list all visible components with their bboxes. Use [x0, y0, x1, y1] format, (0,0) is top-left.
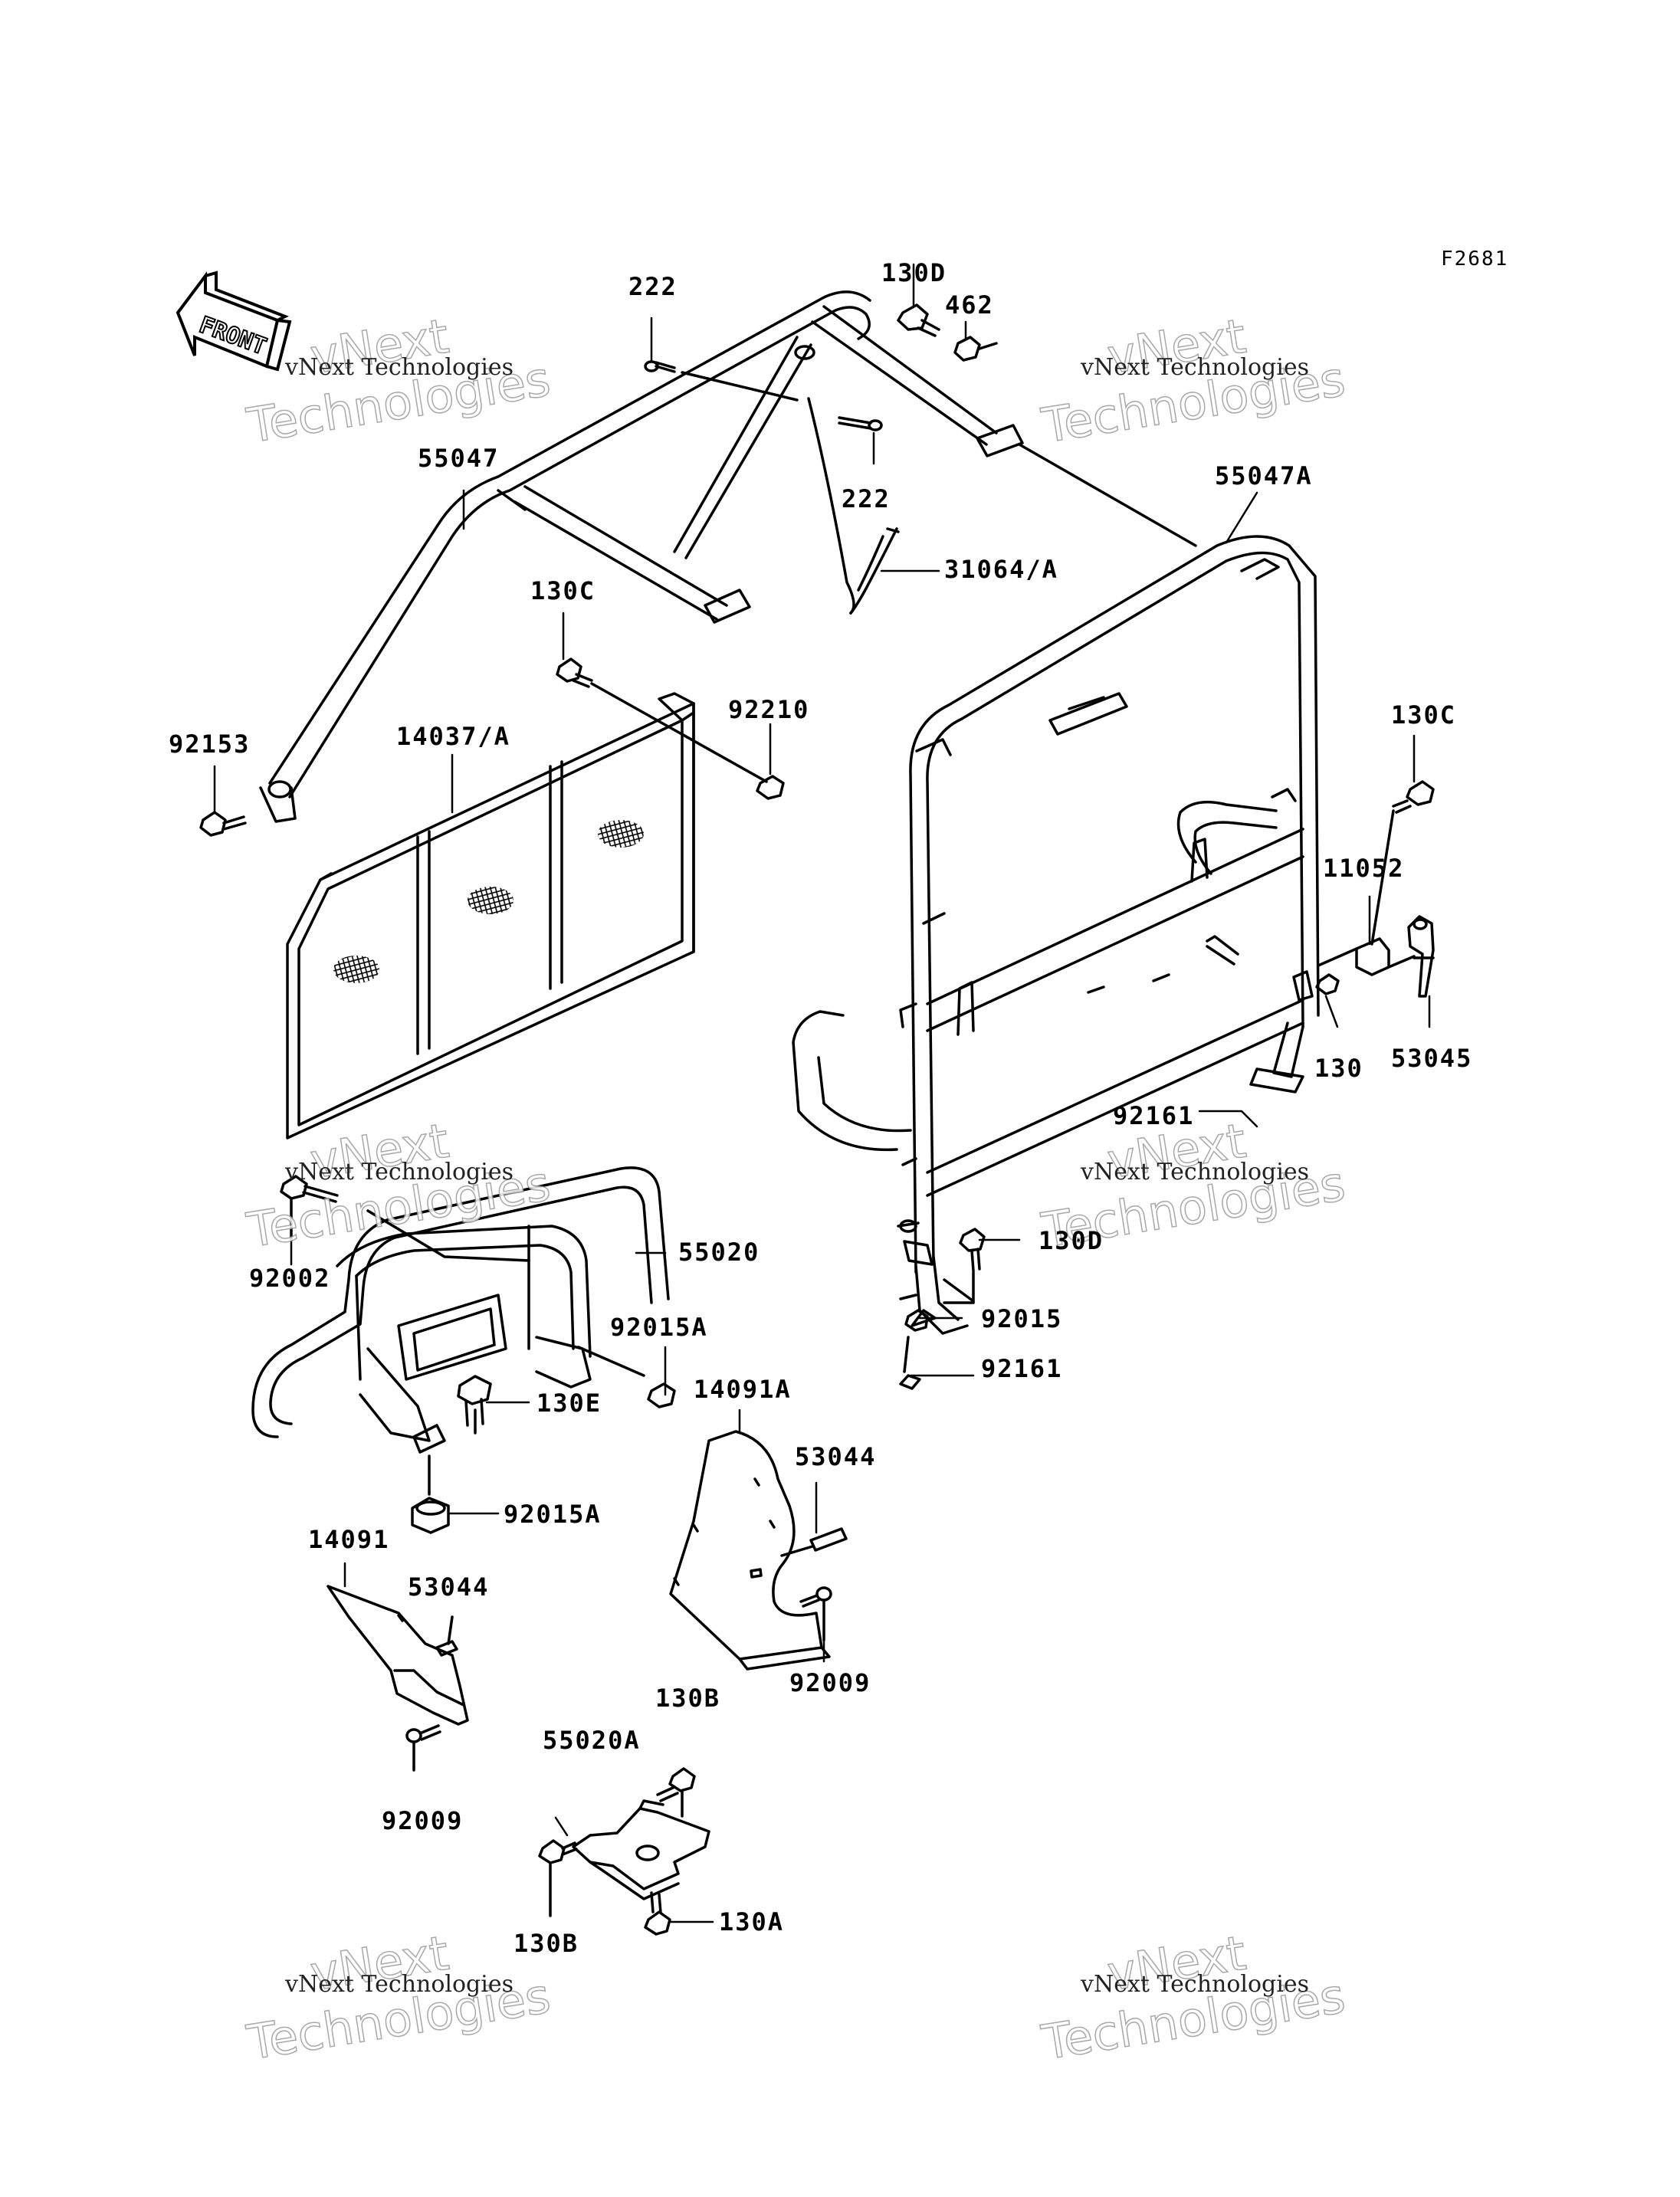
hose-31064A: [807, 397, 900, 615]
screw-222-mid: [838, 416, 883, 431]
part-label-92210[interactable]: 92210: [728, 695, 810, 724]
part-label-14091A[interactable]: 14091A: [694, 1375, 792, 1404]
part-label-55020[interactable]: 55020: [678, 1238, 760, 1267]
nut-92015: [904, 1309, 929, 1332]
part-label-53044-left[interactable]: 53044: [408, 1572, 490, 1602]
clip-92161-bottom: [899, 1374, 921, 1390]
figure-code: F2681: [1441, 248, 1509, 271]
watermark-text: vNext Technologies: [285, 354, 514, 381]
part-label-92002[interactable]: 92002: [249, 1264, 331, 1293]
nut-92015A-a: [647, 1382, 676, 1408]
bolt-130B-top: [656, 1767, 696, 1802]
bracket-92161-low: [911, 1309, 937, 1327]
skid-plate-55020A: [572, 1799, 710, 1900]
leader-line: [943, 1278, 975, 1303]
clip-53044-right: [809, 1527, 848, 1552]
bolt-92009-right: [799, 1586, 832, 1608]
screw-222-top: [644, 360, 676, 373]
bolt-130D-low: [959, 1228, 986, 1272]
bolt-130C-left: [556, 657, 593, 688]
part-label-92161-a[interactable]: 92161: [1113, 1101, 1195, 1130]
nut-92210: [756, 775, 785, 800]
part-label-130B-low[interactable]: 130B: [514, 1929, 579, 1958]
part-label-222-mid[interactable]: 222: [842, 484, 891, 513]
bolt-130E: [457, 1375, 492, 1427]
rear-cage-55047A: [792, 535, 1320, 1335]
part-label-130[interactable]: 130: [1314, 1054, 1363, 1083]
part-label-130D-low[interactable]: 130D: [1039, 1226, 1104, 1255]
rear-screen-14037A: [286, 692, 695, 1139]
bolt-130B-low: [538, 1839, 578, 1864]
pin-53045: [1407, 915, 1435, 998]
watermark-text: vNext Technologies: [1081, 354, 1310, 381]
bolt-130-small: [1315, 973, 1340, 995]
leader-line: [1018, 443, 1197, 547]
bolt-92002: [280, 1175, 339, 1203]
part-label-31064A[interactable]: 31064/A: [944, 555, 1058, 584]
bolt-92009-left: [405, 1724, 441, 1743]
part-label-14037A[interactable]: 14037/A: [396, 722, 510, 751]
part-label-462[interactable]: 462: [945, 290, 994, 320]
part-label-92015[interactable]: 92015: [981, 1304, 1063, 1333]
leader-line: [447, 1615, 454, 1645]
part-label-130B-top[interactable]: 130B: [655, 1684, 721, 1713]
leader-line: [681, 371, 799, 402]
part-label-130C-left[interactable]: 130C: [530, 576, 596, 605]
front-arrow-icon: FRONT: [176, 271, 292, 372]
roll-bar-55047: [259, 290, 1024, 823]
bolt-92153: [199, 811, 247, 837]
label-leaders: [213, 263, 1431, 1923]
part-label-11052[interactable]: 11052: [1323, 854, 1405, 883]
nut-462: [953, 336, 981, 362]
skid-plate-14091: [326, 1585, 469, 1726]
part-label-53044-right[interactable]: 53044: [795, 1442, 877, 1471]
watermark-text: vNext Technologies: [1081, 1971, 1310, 1998]
part-label-55020A[interactable]: 55020A: [543, 1726, 641, 1755]
part-label-92015A-b[interactable]: 92015A: [504, 1500, 602, 1529]
leader-line: [780, 1545, 814, 1557]
mesh-patch: [333, 820, 644, 983]
bolt-130C-right: [1392, 780, 1435, 814]
part-label-130C-right[interactable]: 130C: [1391, 700, 1457, 730]
part-label-53045[interactable]: 53045: [1391, 1044, 1473, 1073]
bolt-130D-top: [897, 303, 940, 337]
part-label-55047[interactable]: 55047: [418, 444, 500, 473]
watermark-text: vNext Technologies: [285, 1971, 514, 1998]
leader-line: [590, 682, 768, 783]
part-label-130D-top[interactable]: 130D: [881, 258, 947, 287]
part-label-92009-left[interactable]: 92009: [382, 1806, 464, 1835]
leader-line: [577, 1346, 645, 1377]
part-label-130E[interactable]: 130E: [536, 1389, 602, 1418]
front-bumper-55020: [251, 1166, 670, 1454]
leader-line: [1370, 809, 1395, 946]
part-label-55047A[interactable]: 55047A: [1215, 461, 1313, 490]
part-label-14091[interactable]: 14091: [308, 1525, 390, 1554]
part-label-92161-b[interactable]: 92161: [981, 1354, 1063, 1383]
part-label-130A[interactable]: 130A: [719, 1907, 785, 1936]
watermark-text: vNext Technologies: [1081, 1159, 1310, 1185]
watermark-text: vNext Technologies: [285, 1159, 514, 1185]
part-label-92153[interactable]: 92153: [169, 730, 251, 759]
leader-line: [903, 1336, 910, 1373]
nut-92015A-b: [411, 1497, 450, 1534]
clip-53044-left: [435, 1640, 458, 1657]
part-label-92009-right[interactable]: 92009: [789, 1668, 871, 1697]
part-label-222-top[interactable]: 222: [628, 272, 678, 301]
skid-plate-14091A: [669, 1430, 831, 1671]
hinge-11052: [1317, 937, 1416, 976]
leader-line: [978, 342, 998, 350]
bolt-130A: [644, 1891, 671, 1936]
part-label-92015A-a[interactable]: 92015A: [610, 1313, 708, 1342]
